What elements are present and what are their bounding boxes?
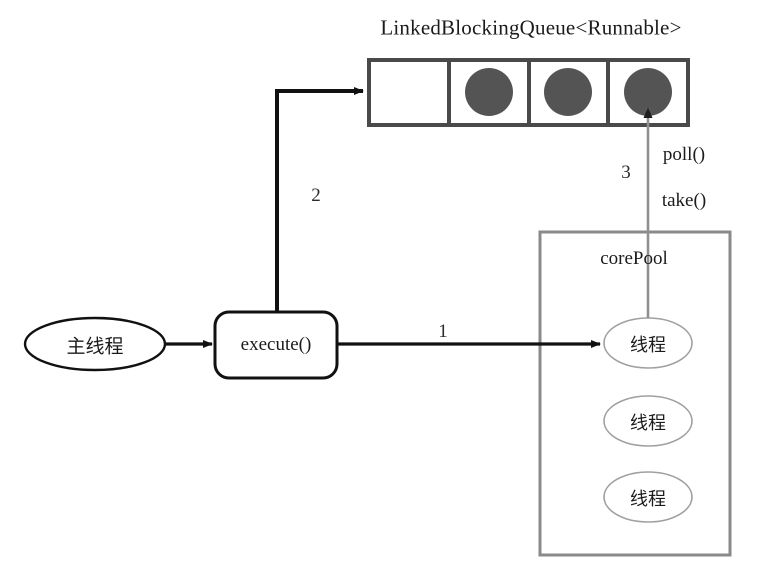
main-thread-label: 主线程 [66, 335, 124, 358]
step-label-1: 1 [438, 321, 448, 342]
main-thread-ellipse [23, 316, 167, 372]
execute-label: execute() [240, 334, 312, 355]
step-label-2: 2 [311, 185, 321, 206]
corepool-label: corePool [600, 248, 668, 269]
thread-ellipse-3 [603, 471, 693, 523]
method-label-take: take() [661, 190, 707, 211]
step-label-3: 3 [621, 162, 631, 183]
queue-task-circle-2 [544, 68, 592, 116]
queue-title: LinkedBlockingQueue<Runnable> [380, 15, 682, 40]
queue-task-circle-3 [624, 68, 672, 116]
arrow-step-2-execute-to-queue [275, 87, 364, 312]
thread-label-3: 线程 [630, 489, 666, 510]
thread-label-1: 线程 [630, 335, 666, 356]
queue-task-circle-1 [465, 68, 513, 116]
thread-ellipse-2 [603, 395, 693, 447]
thread-label-2: 线程 [630, 413, 666, 434]
method-label-poll: poll() [662, 144, 706, 165]
corepool-box [538, 230, 732, 557]
